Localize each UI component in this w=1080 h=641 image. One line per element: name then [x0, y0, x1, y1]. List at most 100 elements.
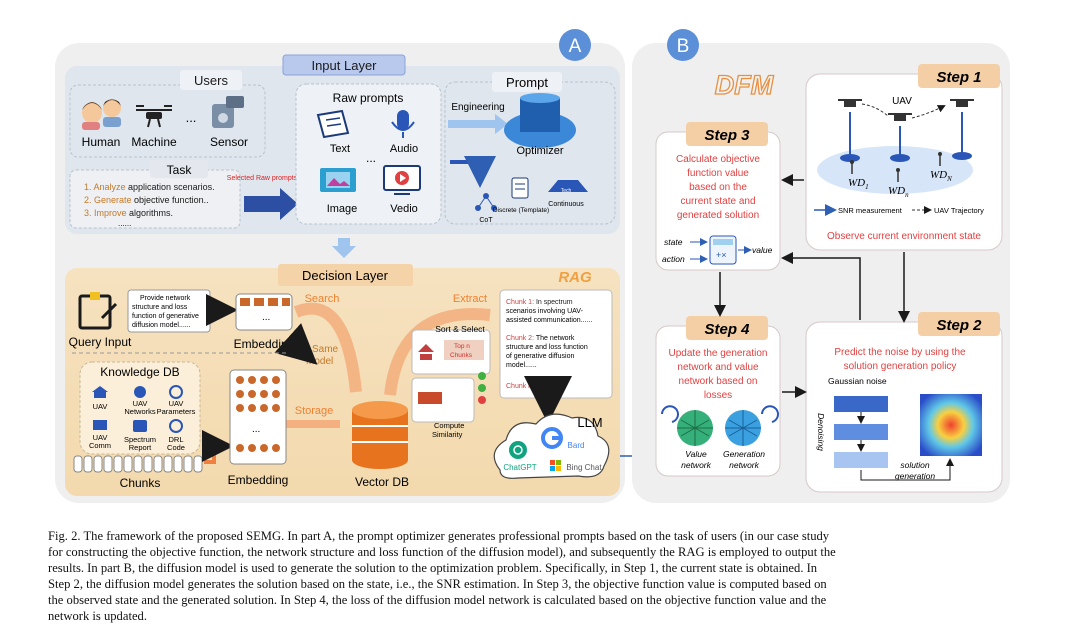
bing-icon	[550, 460, 561, 471]
compute-bar	[418, 392, 442, 404]
solution-generation-arrow	[860, 458, 954, 481]
wdN-label: WDN	[930, 169, 952, 183]
caption-line-5: the observed state and the generated sol…	[48, 593, 827, 608]
dfm-label: DFM	[715, 70, 774, 100]
audio-icon	[391, 110, 415, 138]
same-model-arrow	[274, 323, 318, 365]
kdb-item-uav: UAV	[93, 402, 108, 411]
step4-title: Step 4	[704, 321, 750, 338]
query-input-icon	[78, 292, 118, 330]
continuous-label: Continuous	[548, 201, 584, 208]
machine-label: Machine	[131, 135, 177, 149]
wd1-text: WD	[848, 177, 865, 189]
chatgpt-icon	[509, 441, 527, 459]
users-ellipsis: ...	[186, 110, 197, 125]
input-to-decision-arrow	[332, 238, 356, 258]
action-label: action	[662, 254, 685, 264]
search-label: Search	[305, 293, 340, 305]
sort-icon	[418, 344, 434, 360]
task-item-3-verb: 3. Improve	[84, 208, 127, 218]
extract-label: Extract	[453, 293, 487, 305]
step2-title: Step 2	[936, 317, 982, 334]
wd-antenna-icons	[850, 152, 942, 182]
task-title-box	[150, 160, 208, 178]
users-title-box	[180, 70, 242, 90]
bard-label: Bard	[568, 441, 585, 450]
task-item-2-verb: 2. Generate	[84, 195, 132, 205]
rag-label: RAG	[558, 269, 592, 286]
noise-layer-3	[834, 452, 888, 468]
knowledge-db-box	[79, 361, 201, 455]
step1-caption: Observe current environment state	[827, 231, 981, 242]
prompt-title: Prompt	[506, 75, 548, 90]
svg-text:+×: +×	[716, 250, 727, 260]
image-label: Image	[327, 203, 358, 215]
top-n-badge	[444, 340, 484, 360]
task-item-3: 3. Improve algorithms.	[84, 208, 173, 218]
cot-label: CoT	[479, 217, 493, 224]
input-layer-title: Input Layer	[311, 58, 377, 73]
uav-drone-icons	[838, 99, 974, 121]
refresh-icons	[661, 405, 779, 423]
value-label: value	[752, 245, 773, 255]
wd1-label: WD1	[848, 177, 869, 191]
snr-legend-label: SNR measurement	[838, 206, 903, 215]
embedding-top-cells: ...	[240, 298, 290, 323]
task-item-2-rest: objective function..	[132, 195, 209, 205]
embedding-top-label: Embedding	[234, 337, 295, 351]
embedding-bottom-box	[229, 369, 287, 465]
storage-label: Storage	[295, 405, 334, 417]
sensor-label: Sensor	[210, 135, 248, 149]
chunks-to-embedding-arrow	[202, 430, 234, 464]
query-input-label: Query Input	[69, 335, 132, 349]
wdn-sub: n	[905, 191, 909, 199]
vector-db-label: Vector DB	[355, 475, 409, 489]
optimizer-label: Optimizer	[516, 145, 563, 157]
human-label: Human	[82, 135, 121, 149]
step3-title-box	[686, 122, 768, 146]
wdN-text: WD	[930, 169, 947, 181]
step1-title-box	[918, 64, 1000, 88]
panel-b-badge	[667, 29, 699, 61]
caption-line-6: network is updated.	[48, 609, 147, 624]
knowledge-db-title: Knowledge DB	[100, 365, 179, 379]
task-title: Task	[167, 163, 193, 177]
cot-icon	[475, 193, 497, 211]
traj-legend-label: UAV Trajectory	[934, 206, 984, 215]
panel-a-badge	[559, 29, 591, 61]
users-title: Users	[194, 73, 228, 88]
value-network-icon	[677, 410, 713, 446]
similarity-dots	[478, 372, 486, 404]
noise-layer-1	[834, 396, 888, 412]
svg-text:...: ...	[252, 424, 260, 435]
task-item-2: 2. Generate objective function..	[84, 195, 209, 205]
engineering-arrow	[448, 114, 508, 134]
vector-db-icon	[352, 401, 408, 469]
selected-prompts-arrow	[244, 188, 298, 220]
step2-to-step3-arrow	[781, 252, 861, 320]
chatgpt-label: ChatGPT	[503, 463, 536, 472]
bing-label: Bing Chat	[566, 463, 602, 472]
wdn-text: WD	[888, 185, 905, 197]
optimizer-to-cot-arrow	[450, 156, 496, 188]
chunks-strip	[73, 455, 203, 473]
calculator-icon: +×	[709, 235, 737, 265]
caption-line-4: Step 2, the diffusion model generates th…	[48, 577, 827, 592]
solution-heatmap	[920, 394, 982, 456]
step4-title-box	[686, 316, 768, 340]
audio-label: Audio	[390, 143, 418, 155]
caption-line-1: Fig. 2. The framework of the proposed SE…	[48, 529, 830, 543]
compute-box	[411, 377, 475, 423]
